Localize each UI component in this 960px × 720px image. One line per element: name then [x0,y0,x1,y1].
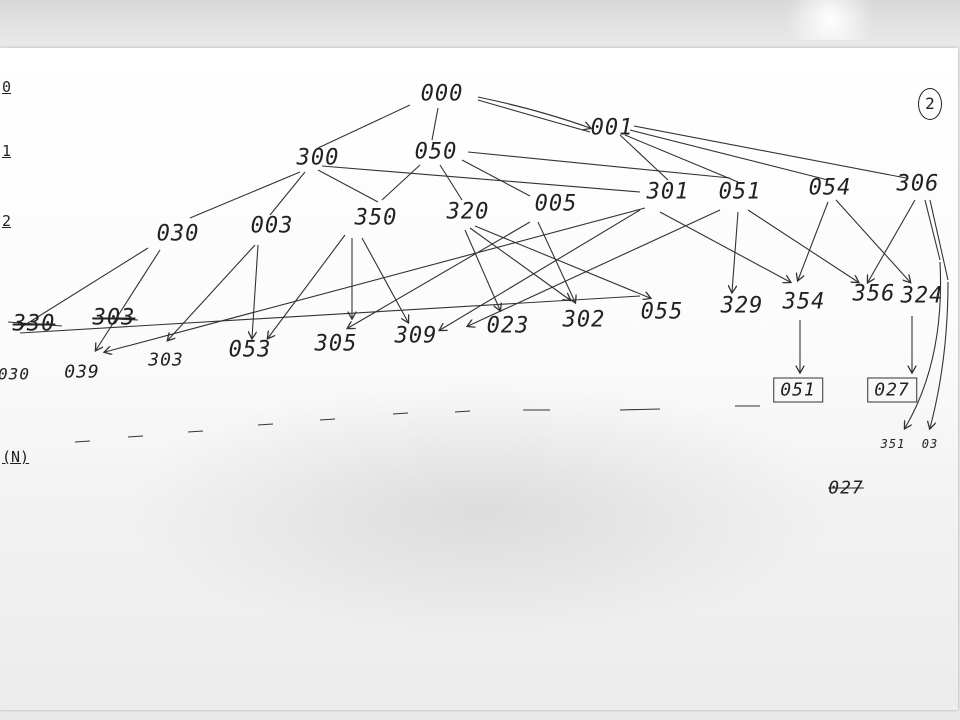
level-label-n: (N) [2,448,30,466]
node-054: 054 [808,175,852,201]
node-001: 001 [590,115,634,141]
edge-306-356 [868,199,916,282]
edge-300-030 [189,171,301,219]
node-root: 000 [420,81,464,107]
node-030-bottom: 030 [0,364,30,384]
node-324: 324 [900,283,944,309]
node-003: 003 [250,213,294,239]
level-label-0: 0 [2,78,12,96]
edge-001-301 [619,134,669,181]
strike-303 [91,317,139,321]
edge-306-351 [905,261,942,428]
edge-054-354 [798,201,829,280]
strike-330 [7,321,63,327]
edge-301-039 [105,207,646,352]
shadow [120,380,840,640]
edge-300-301 [321,165,641,193]
node-356: 356 [852,281,896,307]
edge-306-down [924,199,941,261]
edge-050-320 [439,164,463,201]
page-number-circle: 2 [918,88,942,120]
edge-051-329 [732,211,739,292]
edge-051-356 [747,209,858,282]
edge-000-001b [477,99,591,133]
node-300: 300 [296,145,340,171]
edge-350-053 [268,234,346,338]
edge-001-054 [629,129,829,181]
edge-300-003 [269,171,306,216]
node-301: 301 [646,179,690,205]
edge-301-309 [440,209,641,330]
node-303-crossed: 303 [92,305,136,331]
node-306: 306 [896,171,940,197]
edge-001-051 [624,134,739,183]
edge-300-350 [317,169,379,203]
node-051: 051 [718,179,762,205]
light-glare [770,0,890,40]
node-329: 329 [720,293,764,319]
node-350: 350 [354,205,398,231]
node-320: 320 [446,199,490,225]
edge-301-354 [659,211,790,282]
node-030: 030 [156,221,200,247]
edge-030-039 [96,249,161,350]
node-055: 055 [640,299,684,325]
edge-320-055 [474,225,650,298]
edge-030-330 [19,247,149,329]
node-039: 039 [64,361,100,383]
node-050: 050 [414,139,458,165]
edge-000-001 [477,96,590,128]
edge-320-023 [464,229,500,310]
edge-306-down2 [929,199,949,281]
edge-000-300 [317,104,411,149]
node-303: 303 [148,349,184,371]
edge-000-050 [431,107,439,141]
boxed-node-051: 051 [773,377,823,403]
edge-050-005 [461,159,531,197]
node-330-crossed: 330 [12,311,56,337]
edge-003-303 [168,244,256,340]
node-351: 351 [880,437,906,451]
node-005: 005 [534,191,578,217]
edge-306-03 [930,281,949,428]
node-053: 053 [228,337,272,363]
edge-001-306 [633,125,907,179]
edge-350-309 [361,237,408,322]
edge-003-053 [252,244,259,338]
whiteboard-sheet [0,48,958,710]
dashed-continuation [74,405,760,443]
node-crossed-out: 027 [828,477,864,499]
boxed-node-027: 027 [867,377,917,403]
edge-051-309 [468,209,721,326]
node-354: 354 [782,289,826,315]
edge-054-324 [835,199,910,282]
level-label-2: 2 [2,212,12,230]
node-305: 305 [314,331,358,357]
node-03: 03 [921,437,939,451]
node-309: 309 [394,323,438,349]
edge-005-305 [348,221,531,328]
level-label-1: 1 [2,142,12,160]
node-023: 023 [486,313,530,339]
edge-050-051 [467,151,731,179]
edge-330-055 [19,295,641,334]
edge-320-302 [469,227,570,300]
edge-050-350 [381,164,421,201]
node-302: 302 [562,307,606,333]
